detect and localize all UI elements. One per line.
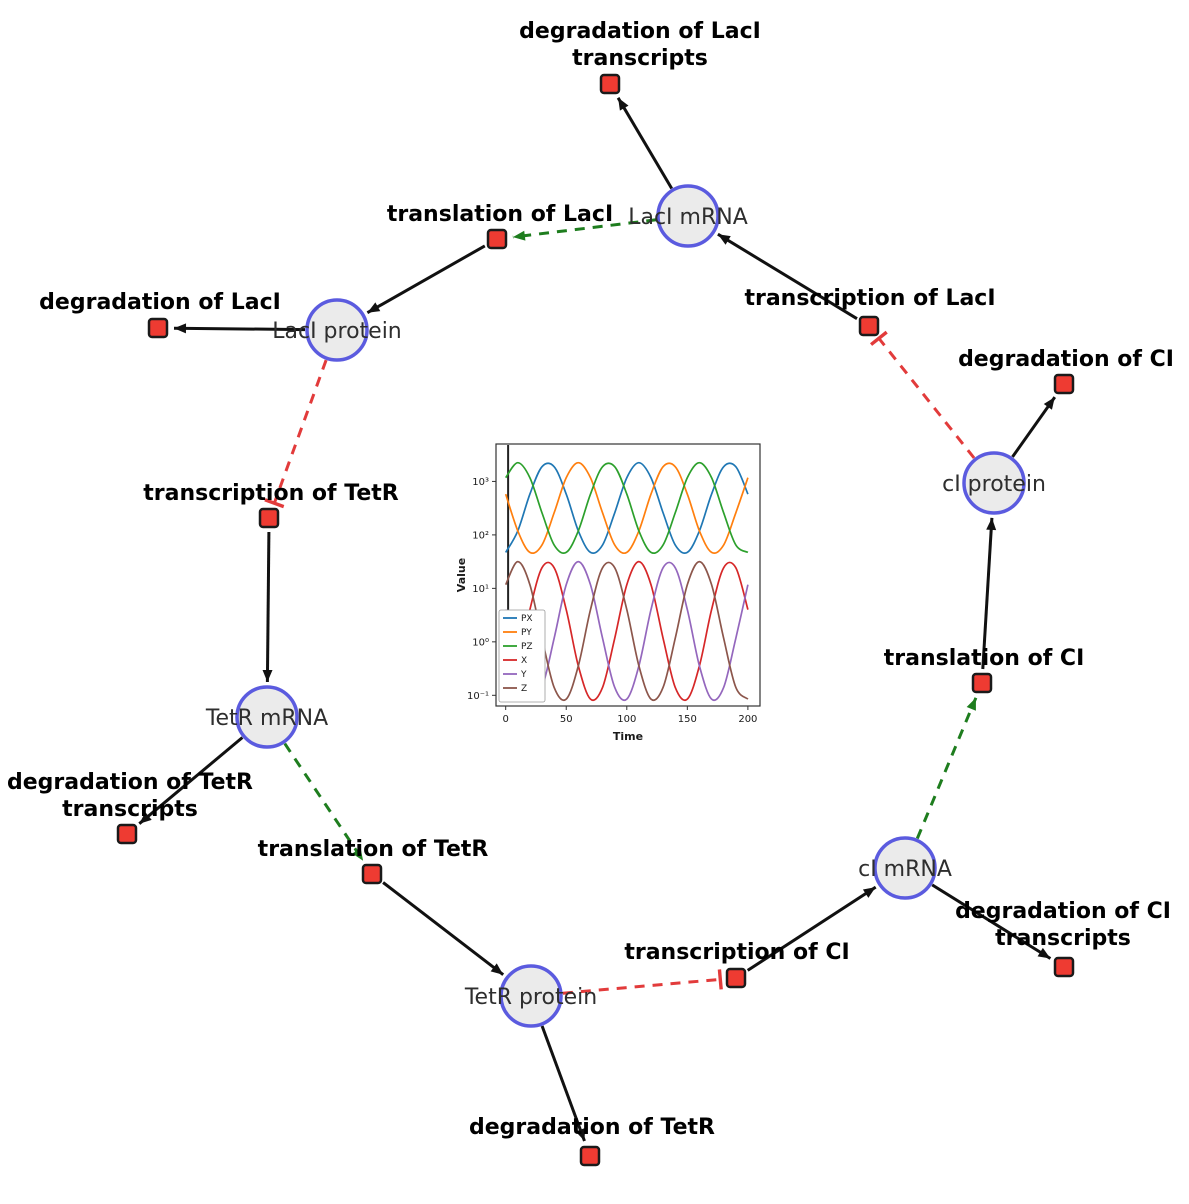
reaction-node-transcription_laci[interactable] xyxy=(858,315,880,337)
species-node-ci_mrna[interactable] xyxy=(873,836,937,900)
reaction-node-deg_ci[interactable] xyxy=(1053,373,1075,395)
series-PX xyxy=(504,461,749,555)
species-label-laci_protein: LacI protein xyxy=(272,319,402,344)
reaction-node-translation_ci[interactable] xyxy=(971,672,993,694)
legend-entry-Z: Z xyxy=(521,684,527,694)
species-node-tetr_mrna[interactable] xyxy=(235,685,299,749)
species-node-laci_mrna[interactable] xyxy=(656,184,720,248)
legend-entry-PZ: PZ xyxy=(521,642,533,652)
reaction-node-deg_tetr_tx[interactable] xyxy=(116,823,138,845)
x-tick-200: 200 xyxy=(738,714,757,725)
series-PY xyxy=(504,461,749,555)
reaction-label-translation_tetr: translation of TetR xyxy=(258,837,489,862)
edge-translation_tetr-tetr_protein-product xyxy=(382,881,505,976)
edge-translation_laci-laci_protein-product xyxy=(366,244,486,315)
edge-laci_protein-deg_laci-reactant xyxy=(173,323,306,334)
reaction-node-translation_tetr[interactable] xyxy=(361,863,383,885)
chart-legend: PX PY PZ XYZ xyxy=(498,609,546,703)
edge-ci_protein-transcription_laci-inhibition xyxy=(869,330,976,459)
edge-transcription_ci-ci_mrna-product xyxy=(746,885,877,972)
reaction-node-deg_tetr[interactable] xyxy=(579,1145,601,1167)
edge-ci_mrna-translation_ci-modifier xyxy=(915,697,978,840)
edge-ci_mrna-deg_ci_tx-reactant xyxy=(931,883,1052,960)
reaction-node-transcription_tetr[interactable] xyxy=(258,507,280,529)
chart-series xyxy=(504,445,749,702)
legend-entry-PX: PX xyxy=(521,614,533,624)
edge-laci_protein-transcription_tetr-inhibition xyxy=(264,359,328,509)
reaction-node-deg_laci[interactable] xyxy=(147,317,169,339)
nodes-layer xyxy=(116,73,1075,1167)
reaction-label-transcription_tetr: transcription of TetR xyxy=(143,481,399,506)
species-node-ci_protein[interactable] xyxy=(962,451,1026,515)
edge-transcription_laci-laci_mrna-product xyxy=(717,232,858,320)
x-tick-100: 100 xyxy=(617,714,636,725)
reaction-label-transcription_laci: transcription of LacI xyxy=(744,286,995,311)
reaction-node-deg_laci_tx[interactable] xyxy=(599,73,621,95)
y-tick-2: 10¹ xyxy=(472,584,489,595)
reaction-label-translation_laci: translation of LacI xyxy=(387,202,613,227)
species-label-tetr_protein: TetR protein xyxy=(464,985,597,1010)
legend-entry-X: X xyxy=(521,656,527,666)
legend-entry-Y: Y xyxy=(520,670,527,680)
species-label-ci_protein: cI protein xyxy=(942,472,1046,497)
species-label-ci_mrna: cI mRNA xyxy=(858,857,952,882)
edge-laci_mrna-deg_laci_tx-reactant xyxy=(616,97,673,190)
edge-laci_mrna-translation_laci-modifier xyxy=(512,218,657,241)
reaction-label-deg_laci: degradation of LacI xyxy=(39,290,281,315)
edges-layer xyxy=(138,97,1057,1142)
x-tick-150: 150 xyxy=(678,714,697,725)
series-Y xyxy=(504,560,749,702)
reaction-label-translation_ci: translation of CI xyxy=(884,646,1085,671)
series-Z xyxy=(504,560,749,702)
edge-tetr_mrna-translation_tetr-modifier xyxy=(283,742,365,862)
y-axis-label: Value xyxy=(455,558,468,592)
series-PZ xyxy=(505,461,749,555)
x-tick-50: 50 xyxy=(560,714,573,725)
y-tick-4: 10³ xyxy=(472,477,489,488)
reaction-node-transcription_ci[interactable] xyxy=(725,967,747,989)
species-node-tetr_protein[interactable] xyxy=(499,964,563,1028)
reaction-label-deg_tetr: degradation of TetR xyxy=(469,1115,715,1140)
edge-translation_ci-ci_protein-product xyxy=(981,517,997,670)
legend-entry-PY: PY xyxy=(521,628,532,638)
reaction-label-deg_ci: degradation of CI xyxy=(958,347,1174,372)
species-label-tetr_mrna: TetR mRNA xyxy=(205,706,328,731)
x-tick-0: 0 xyxy=(503,714,509,725)
edge-tetr_mrna-deg_tetr_tx-reactant xyxy=(138,736,244,825)
reaction-node-deg_ci_tx[interactable] xyxy=(1053,956,1075,978)
species-label-laci_mrna: LacI mRNA xyxy=(628,205,748,230)
edge-tetr_protein-transcription_ci-inhibition xyxy=(562,969,723,995)
y-tick-3: 10² xyxy=(472,530,489,541)
series-X xyxy=(504,560,749,702)
edge-transcription_tetr-tetr_mrna-product xyxy=(262,531,273,683)
y-tick-0: 10⁻¹ xyxy=(467,691,489,702)
reaction-label-transcription_ci: transcription of CI xyxy=(624,940,849,965)
species-node-laci_protein[interactable] xyxy=(305,298,369,362)
edge-ci_protein-deg_ci-reactant xyxy=(1011,396,1057,458)
y-tick-1: 10⁰ xyxy=(472,637,489,648)
x-axis-label: Time xyxy=(613,730,643,743)
reaction-node-translation_laci[interactable] xyxy=(486,228,508,250)
edge-tetr_protein-deg_tetr-reactant xyxy=(540,1025,586,1142)
